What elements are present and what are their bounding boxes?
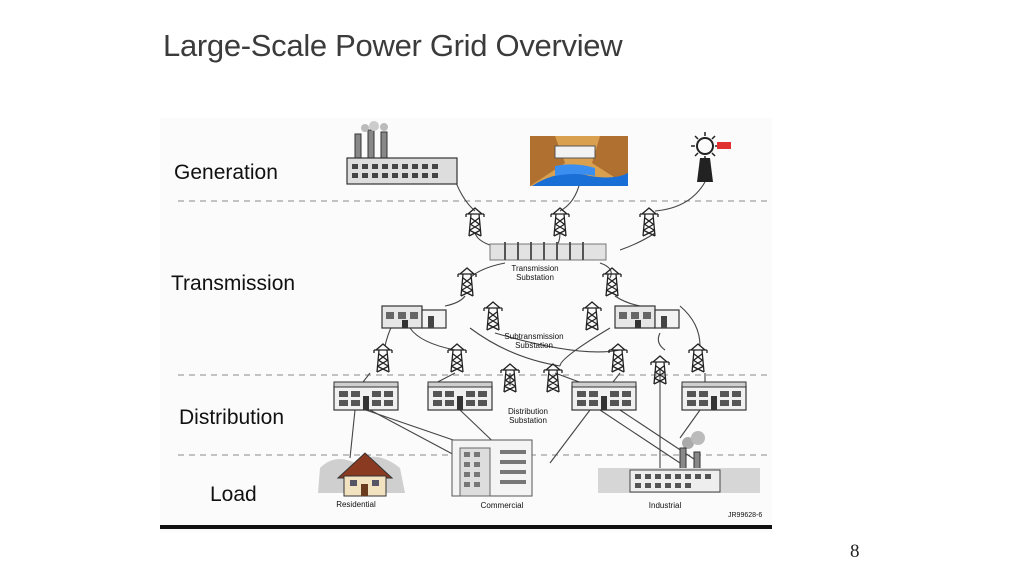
nuclear-plant-icon xyxy=(691,132,731,182)
tower-icon xyxy=(543,363,563,393)
subtransmission-substation-label: Subtransmission xyxy=(504,332,563,341)
commercial-building-icon xyxy=(451,439,533,497)
power-plant-icon xyxy=(346,121,458,185)
tower-icon xyxy=(608,343,628,373)
distribution-building-icon xyxy=(571,381,637,411)
figure-code: JR99628-6 xyxy=(728,512,762,519)
layer-label-transmission: Transmission xyxy=(171,272,295,295)
figure-bottom-border xyxy=(160,525,772,529)
distribution-building-icon xyxy=(681,381,747,411)
tower-icon xyxy=(483,301,503,331)
distribution-building-icon xyxy=(427,381,493,411)
tower-icon xyxy=(457,267,477,297)
layer-label-distribution: Distribution xyxy=(179,406,284,429)
substation-building-icon xyxy=(614,305,680,329)
industrial-label: Industrial xyxy=(649,501,682,510)
tower-icon xyxy=(373,343,393,373)
residential-label: Residential xyxy=(336,500,376,509)
industrial-plant-icon xyxy=(598,431,760,493)
tower-icon xyxy=(550,207,570,237)
residential-house-icon xyxy=(318,452,405,497)
transmission-substation-label: Substation xyxy=(516,273,554,282)
substation-building-icon xyxy=(381,305,447,329)
transmission-substation-label: Transmission xyxy=(511,264,558,273)
tower-icon xyxy=(465,207,485,237)
commercial-label: Commercial xyxy=(481,501,524,510)
tower-icon xyxy=(688,343,708,373)
distribution-substation-label: Distribution xyxy=(508,407,548,416)
tower-icon xyxy=(447,343,467,373)
tower-icon xyxy=(582,301,602,331)
layer-label-generation: Generation xyxy=(174,161,278,184)
transmission-substation-icon xyxy=(489,242,607,261)
page-number: 8 xyxy=(850,541,860,562)
slide-title: Large-Scale Power Grid Overview xyxy=(163,28,623,63)
distribution-building-icon xyxy=(333,381,399,411)
tower-icon xyxy=(602,267,622,297)
layer-label-load: Load xyxy=(210,483,257,506)
subtransmission-substation-label: Substation xyxy=(515,341,553,350)
power-grid-diagram: Generation Transmission Distribution Loa… xyxy=(160,118,772,532)
tower-icon xyxy=(639,207,659,237)
hydro-dam-icon xyxy=(530,136,628,186)
distribution-substation-label: Substation xyxy=(509,416,547,425)
